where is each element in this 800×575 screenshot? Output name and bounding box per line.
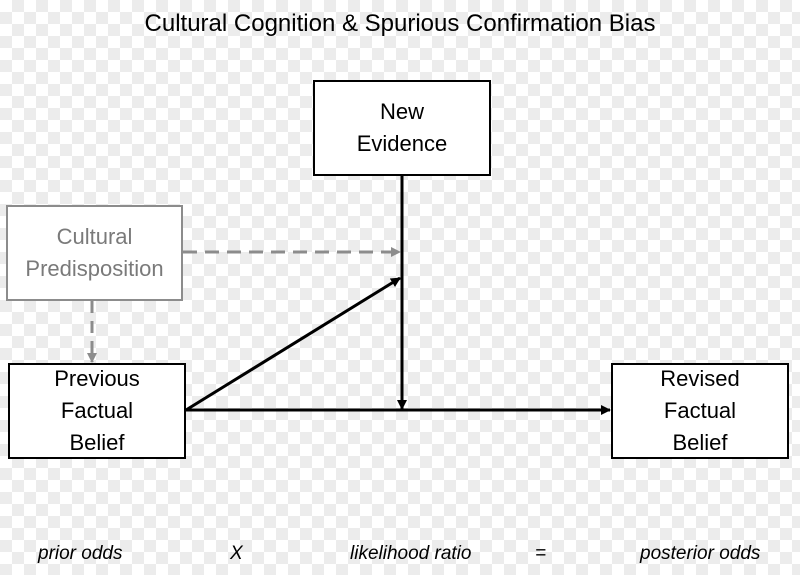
- previous-factual-belief-node: Previous Factual Belief: [8, 363, 186, 459]
- prior-to-evidence-arrow: [185, 276, 401, 412]
- equals-symbol: =: [535, 543, 547, 564]
- new-evidence-node: New Evidence: [313, 80, 491, 176]
- posterior-odds-label: posterior odds: [640, 543, 761, 564]
- times-symbol: X: [230, 543, 243, 564]
- revised-factual-belief-node: Revised Factual Belief: [611, 363, 789, 459]
- prior-odds-label: prior odds: [38, 543, 123, 564]
- diagram-title: Cultural Cognition & Spurious Confirmati…: [144, 10, 656, 37]
- cultural-predisposition-node: Cultural Predisposition: [6, 205, 183, 301]
- likelihood-ratio-label: likelihood ratio: [350, 543, 472, 564]
